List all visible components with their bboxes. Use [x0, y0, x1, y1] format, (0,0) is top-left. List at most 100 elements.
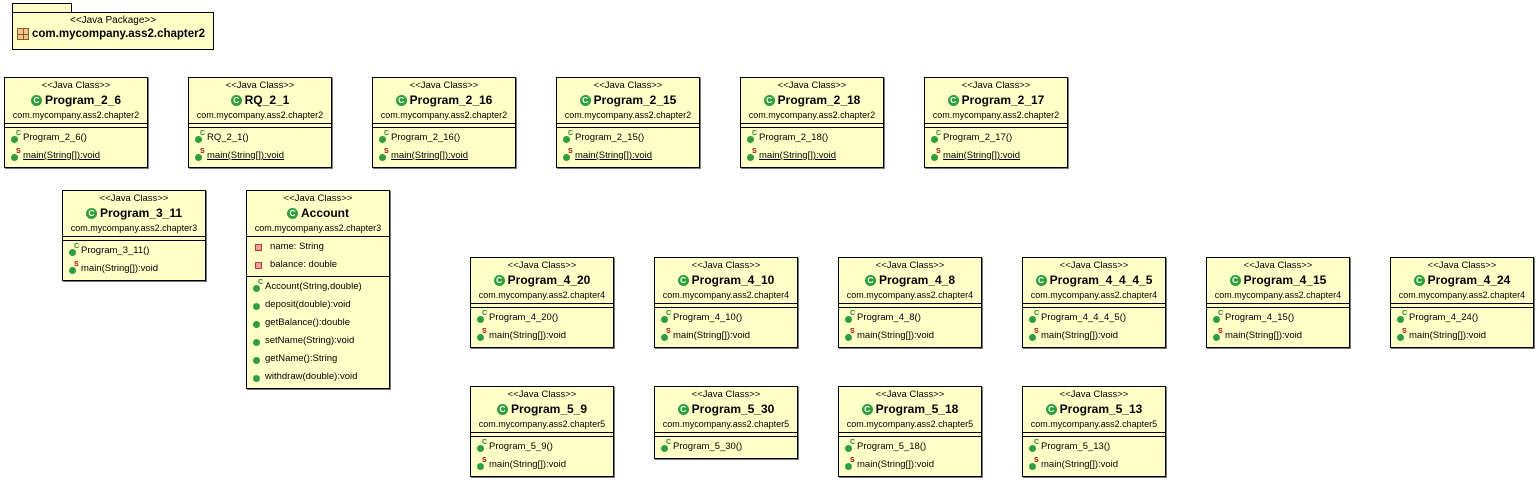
class-name: Program_2_16 — [409, 93, 493, 107]
attribute-compartment — [1207, 304, 1349, 308]
method-text: Program_4_10() — [673, 312, 743, 323]
class-stereotype: <<Java Class>> — [875, 260, 945, 271]
method-row[interactable]: withdraw(double):void — [247, 368, 389, 386]
java-package[interactable]: <<Java Package>> com.mycompany.ass2.chap… — [12, 3, 214, 50]
attribute-compartment — [655, 304, 797, 308]
class-name: Program_4_24 — [1427, 273, 1511, 287]
method-row[interactable]: deposit(double):void — [247, 296, 389, 314]
method-text: main(String[]):void — [575, 150, 653, 161]
method-row[interactable]: getBalance():double — [247, 314, 389, 332]
method-text: Program_2_17() — [943, 132, 1013, 143]
class-name: Program_4_15 — [1243, 273, 1327, 287]
field-row[interactable]: name: String — [247, 238, 389, 256]
static-method-icon: S — [931, 148, 941, 161]
static-method-icon: S — [661, 328, 671, 341]
attribute-compartment — [471, 433, 613, 437]
method-text: Program_5_30() — [673, 441, 743, 452]
static-method-icon: S — [11, 148, 21, 161]
class-package: com.mycompany.ass2.chapter4 — [1030, 290, 1158, 300]
constructor-icon: C — [379, 130, 389, 143]
method-row[interactable]: getName():String — [247, 350, 389, 368]
class-icon: C — [1045, 404, 1057, 415]
class-icon: C — [677, 404, 689, 415]
constructor-icon: C — [195, 130, 205, 143]
class-name: Program_5_13 — [1059, 402, 1143, 416]
field-row[interactable]: balance: double — [247, 256, 389, 274]
method-text: Program_3_11() — [81, 245, 150, 256]
method-text: Program_2_15() — [575, 132, 645, 143]
constructor-icon: C — [1029, 310, 1039, 323]
attribute-compartment — [925, 124, 1067, 128]
class-stereotype: <<Java Class>> — [691, 260, 761, 271]
class-name: Program_4_8 — [878, 273, 956, 287]
class-package: com.mycompany.ass2.chapter5 — [846, 419, 974, 429]
method-text: RQ_2_1() — [207, 132, 249, 143]
class-name: Program_5_9 — [510, 402, 588, 416]
class-stereotype: <<Java Class>> — [409, 80, 479, 91]
method-text: Program_4_8() — [857, 312, 921, 323]
method-text: Account(String,double) — [265, 281, 362, 292]
method-row[interactable]: setName(String):void — [247, 332, 389, 350]
class-package: com.mycompany.ass2.chapter5 — [662, 419, 790, 429]
static-method-icon: S — [1029, 328, 1039, 341]
